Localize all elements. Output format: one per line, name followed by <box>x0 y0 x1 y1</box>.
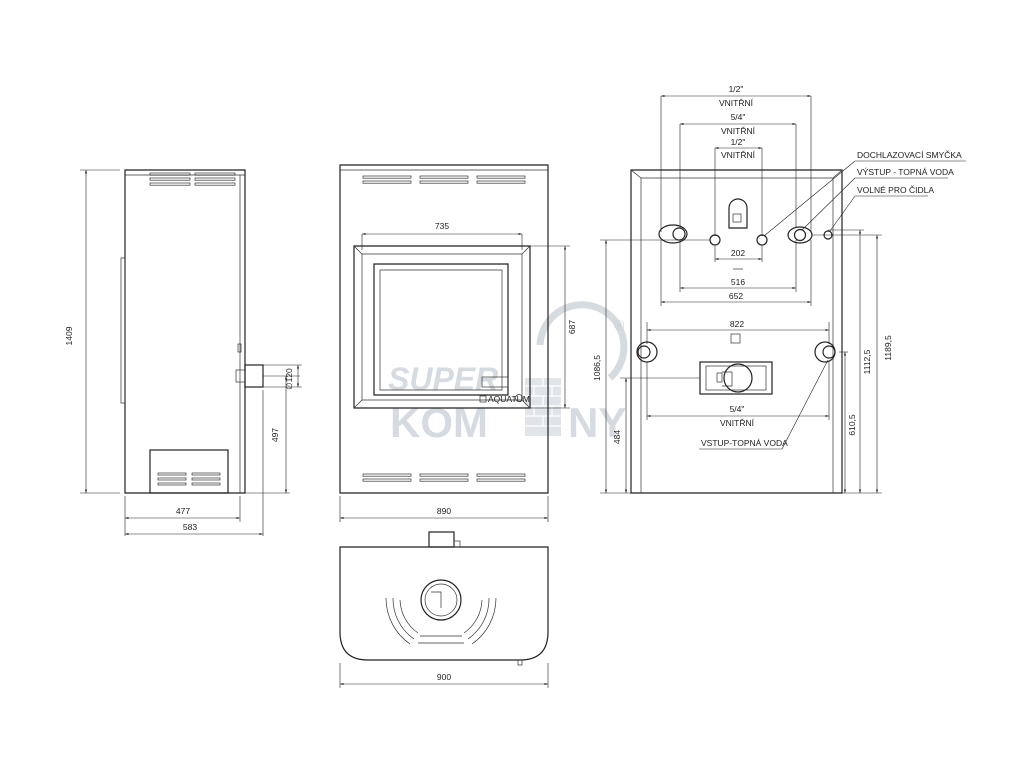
dim-spacing-652: 652 <box>729 291 743 301</box>
dim-door-height-687: 687 <box>567 320 577 334</box>
dim-height-1086-5: 1086,5 <box>592 355 602 381</box>
dim-height-1409: 1409 <box>64 326 74 345</box>
front-view: AQUATUM 735 687 890 <box>339 164 577 522</box>
side-bottom-vents <box>157 472 221 486</box>
dim-glass-width-735: 735 <box>435 221 449 231</box>
dim-pipe-5-4-top: 5/4" <box>731 112 746 122</box>
watermark-kom: KOM <box>390 399 488 446</box>
dim-spacing-822: 822 <box>730 319 744 329</box>
dim-outlet-height-497: 497 <box>270 428 280 442</box>
side-top-vents <box>149 172 236 186</box>
dim-pipe-5-4-bottom: 5/4" <box>730 404 745 414</box>
dim-pipe-1-2-outer-sub: VNITŘNÍ <box>719 98 754 108</box>
watermark-super: SUPER <box>388 361 498 397</box>
dim-outlet-diameter: ∅120 <box>284 368 294 390</box>
dim-pipe-5-4-top-sub: VNITŘNÍ <box>721 126 756 136</box>
top-view-slots <box>385 597 497 645</box>
callout-heating-water-outlet: VÝSTUP - TOPNÁ VODA <box>857 167 954 177</box>
dim-width-900: 900 <box>437 672 451 682</box>
dim-depth-583: 583 <box>183 522 197 532</box>
dim-pipe-1-2-inner: 1/2" <box>731 137 746 147</box>
brand-plate: AQUATUM <box>479 394 530 404</box>
brand-plate-text: AQUATUM <box>488 394 530 404</box>
callout-sensor-free: VOLNÉ PRO ČIDLA <box>857 185 934 195</box>
dim-depth-477: 477 <box>176 506 190 516</box>
dim-pipe-5-4-bottom-sub: VNITŘNÍ <box>720 418 755 428</box>
dim-spacing-516: 516 <box>731 277 745 287</box>
callout-heating-water-inlet: VSTUP-TOPNÁ VODA <box>701 438 788 448</box>
rear-view: 1/2" VNITŘNÍ 5/4" VNITŘNÍ 1/2" VNITŘNÍ 2… <box>592 84 966 494</box>
dim-height-1112-5: 1112,5 <box>862 349 872 374</box>
dim-height-610-5: 610,5 <box>847 414 857 436</box>
rear-outlet-box <box>699 361 773 395</box>
watermark-ny: NY <box>568 399 626 446</box>
front-top-vents <box>362 175 526 184</box>
dim-spacing-202: 202 <box>731 248 745 258</box>
dim-pipe-1-2-inner-sub: VNITŘNÍ <box>721 150 756 160</box>
dim-height-484: 484 <box>612 430 622 444</box>
watermark: SUPER KOM NY ® <box>388 301 628 446</box>
front-bottom-vents <box>362 473 526 482</box>
dim-width-890: 890 <box>437 506 451 516</box>
callout-cooling-loop: DOCHLAZOVACÍ SMYČKA <box>857 150 962 160</box>
top-view: 900 <box>339 531 549 688</box>
watermark-registered-mark: ® <box>614 317 625 333</box>
side-view: 1409 497 ∅120 477 583 <box>64 169 302 536</box>
dim-pipe-1-2-outer: 1/2" <box>729 84 744 94</box>
dim-height-1189-5: 1189,5 <box>883 335 893 361</box>
rear-connections-mid <box>636 333 836 363</box>
